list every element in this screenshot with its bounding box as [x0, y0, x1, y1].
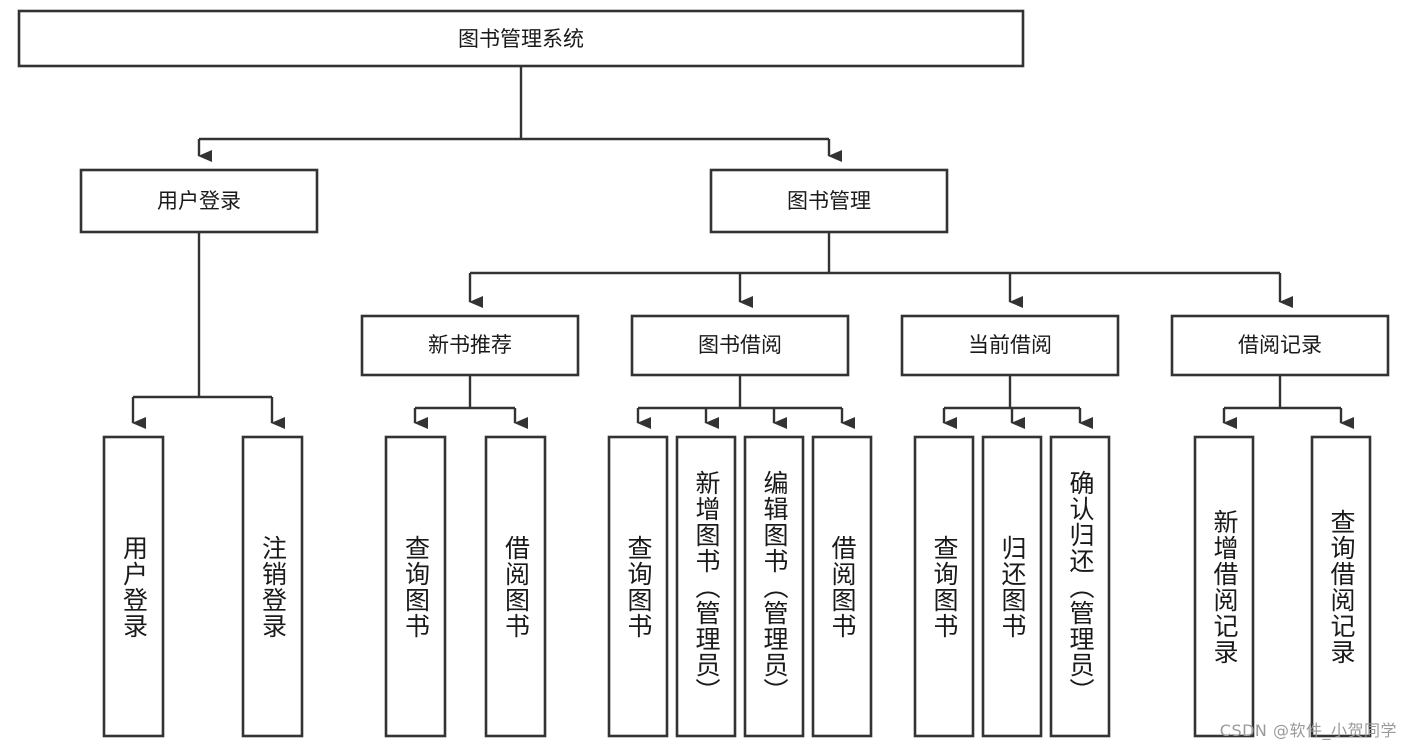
edges-new-book-recommend-to-leaves: [413, 375, 528, 429]
leaf-user-login-box: [102, 435, 165, 738]
leaf-add-record-box: [1193, 435, 1255, 738]
book-manage-label: 图书管理: [787, 189, 871, 213]
leaf-return-book-text-wrap: 归还图书: [998, 534, 1027, 639]
leaf-query-book-bb-text-wrap: 查询图书: [624, 534, 653, 639]
leaf-borrow-book-bb-label: 借阅图书: [828, 534, 857, 639]
book-borrow-label: 图书借阅: [698, 333, 782, 357]
node-new-book-recommend[interactable]: 新书推荐: [360, 314, 580, 377]
leaf-add-book-text-wrap: 新增图书（管理员）: [692, 469, 721, 704]
leaf-edit-book-text-wrap: 编辑图书（管理员）: [760, 469, 789, 704]
user-login-box: [79, 168, 319, 234]
node-book-borrow[interactable]: 图书借阅: [630, 314, 850, 377]
borrow-record-label: 借阅记录: [1238, 333, 1322, 357]
root-label: 图书管理系统: [458, 27, 584, 51]
leaf-query-book-nbr-label: 查询图书: [401, 534, 431, 639]
leaf-return-book-box: [981, 435, 1043, 738]
leaf-borrow-book-nbr-box: [484, 435, 547, 738]
leaf-add-record-text-wrap: 新增借阅记录: [1210, 508, 1239, 665]
leaf-query-book-cb-text-wrap: 查询图书: [930, 534, 959, 639]
edges-root-to-level2: [197, 66, 842, 162]
node-borrow-record[interactable]: 借阅记录: [1170, 314, 1390, 377]
leaf-user-logout-label: 注销登录: [258, 534, 288, 639]
leaf-borrow-book-bb-text-wrap: 借阅图书: [828, 534, 857, 639]
leaf-edit-book-label: 编辑图书（管理员）: [760, 469, 789, 704]
node-leaf-query-book-bb[interactable]: 查询图书: [607, 435, 669, 738]
node-root[interactable]: 图书管理系统: [17, 9, 1025, 68]
leaf-confirm-return-box: [1049, 435, 1111, 738]
leaf-query-record-text-wrap: 查询借阅记录: [1327, 508, 1356, 665]
edges-user-login-to-leaves: [131, 232, 285, 429]
new-book-recommend-box: [360, 314, 580, 377]
leaf-return-book-label: 归还图书: [998, 534, 1027, 639]
edges-book-borrow-to-leaves: [636, 375, 855, 429]
leaf-confirm-return-text-wrap: 确认归还（管理员）: [1066, 469, 1095, 704]
node-book-manage[interactable]: 图书管理: [709, 168, 949, 234]
current-borrow-label: 当前借阅: [968, 333, 1052, 357]
leaf-user-logout-text-wrap: 注销登录: [258, 534, 288, 639]
leaf-query-record-label: 查询借阅记录: [1327, 508, 1356, 665]
leaf-edit-book-box: [743, 435, 805, 738]
book-borrow-box: [630, 314, 850, 377]
leaf-user-logout-box: [241, 435, 304, 738]
leaf-add-book-label: 新增图书（管理员）: [692, 469, 721, 704]
leaf-confirm-return-label: 确认归还（管理员）: [1066, 469, 1095, 704]
node-leaf-edit-book[interactable]: 编辑图书（管理员）: [743, 435, 805, 738]
node-user-login[interactable]: 用户登录: [79, 168, 319, 234]
leaf-query-book-nbr-text-wrap: 查询图书: [401, 534, 431, 639]
leaf-borrow-book-bb-box: [811, 435, 873, 738]
leaf-query-book-bb-box: [607, 435, 669, 738]
leaf-query-book-cb-box: [913, 435, 975, 738]
book-manage-box: [709, 168, 949, 234]
edges-book-manage-to-level3: [468, 232, 1293, 308]
node-current-borrow[interactable]: 当前借阅: [900, 314, 1120, 377]
leaf-query-record-box: [1310, 435, 1372, 738]
leaf-borrow-book-nbr-label: 借阅图书: [501, 534, 531, 639]
node-leaf-query-book-cb[interactable]: 查询图书: [913, 435, 975, 738]
leaf-add-book-box: [675, 435, 737, 738]
node-leaf-add-book[interactable]: 新增图书（管理员）: [675, 435, 737, 738]
edges-current-borrow-to-leaves: [942, 375, 1093, 429]
edges-borrow-record-to-leaves: [1222, 375, 1354, 429]
node-leaf-query-record[interactable]: 查询借阅记录: [1310, 435, 1372, 738]
current-borrow-box: [900, 314, 1120, 377]
node-leaf-borrow-book-bb[interactable]: 借阅图书: [811, 435, 873, 738]
new-book-recommend-label: 新书推荐: [428, 333, 512, 357]
node-leaf-borrow-book-nbr[interactable]: 借阅图书: [484, 435, 547, 738]
leaf-query-book-bb-label: 查询图书: [624, 534, 653, 639]
node-leaf-add-record[interactable]: 新增借阅记录: [1193, 435, 1255, 738]
node-leaf-user-logout[interactable]: 注销登录: [241, 435, 304, 738]
leaf-user-login-label: 用户登录: [119, 534, 149, 639]
node-leaf-return-book[interactable]: 归还图书: [981, 435, 1043, 738]
borrow-record-box: [1170, 314, 1390, 377]
leaf-query-book-nbr-box: [384, 435, 447, 738]
leaf-user-login-text-wrap: 用户登录: [119, 534, 149, 639]
leaf-add-record-label: 新增借阅记录: [1210, 508, 1239, 665]
user-login-label: 用户登录: [157, 189, 241, 213]
leaf-borrow-book-nbr-text-wrap: 借阅图书: [501, 534, 531, 639]
root-box: [17, 9, 1025, 68]
node-leaf-user-login[interactable]: 用户登录: [102, 435, 165, 738]
node-leaf-confirm-return[interactable]: 确认归还（管理员）: [1049, 435, 1111, 738]
leaf-query-book-cb-label: 查询图书: [930, 534, 959, 639]
node-leaf-query-book-nbr[interactable]: 查询图书: [384, 435, 447, 738]
